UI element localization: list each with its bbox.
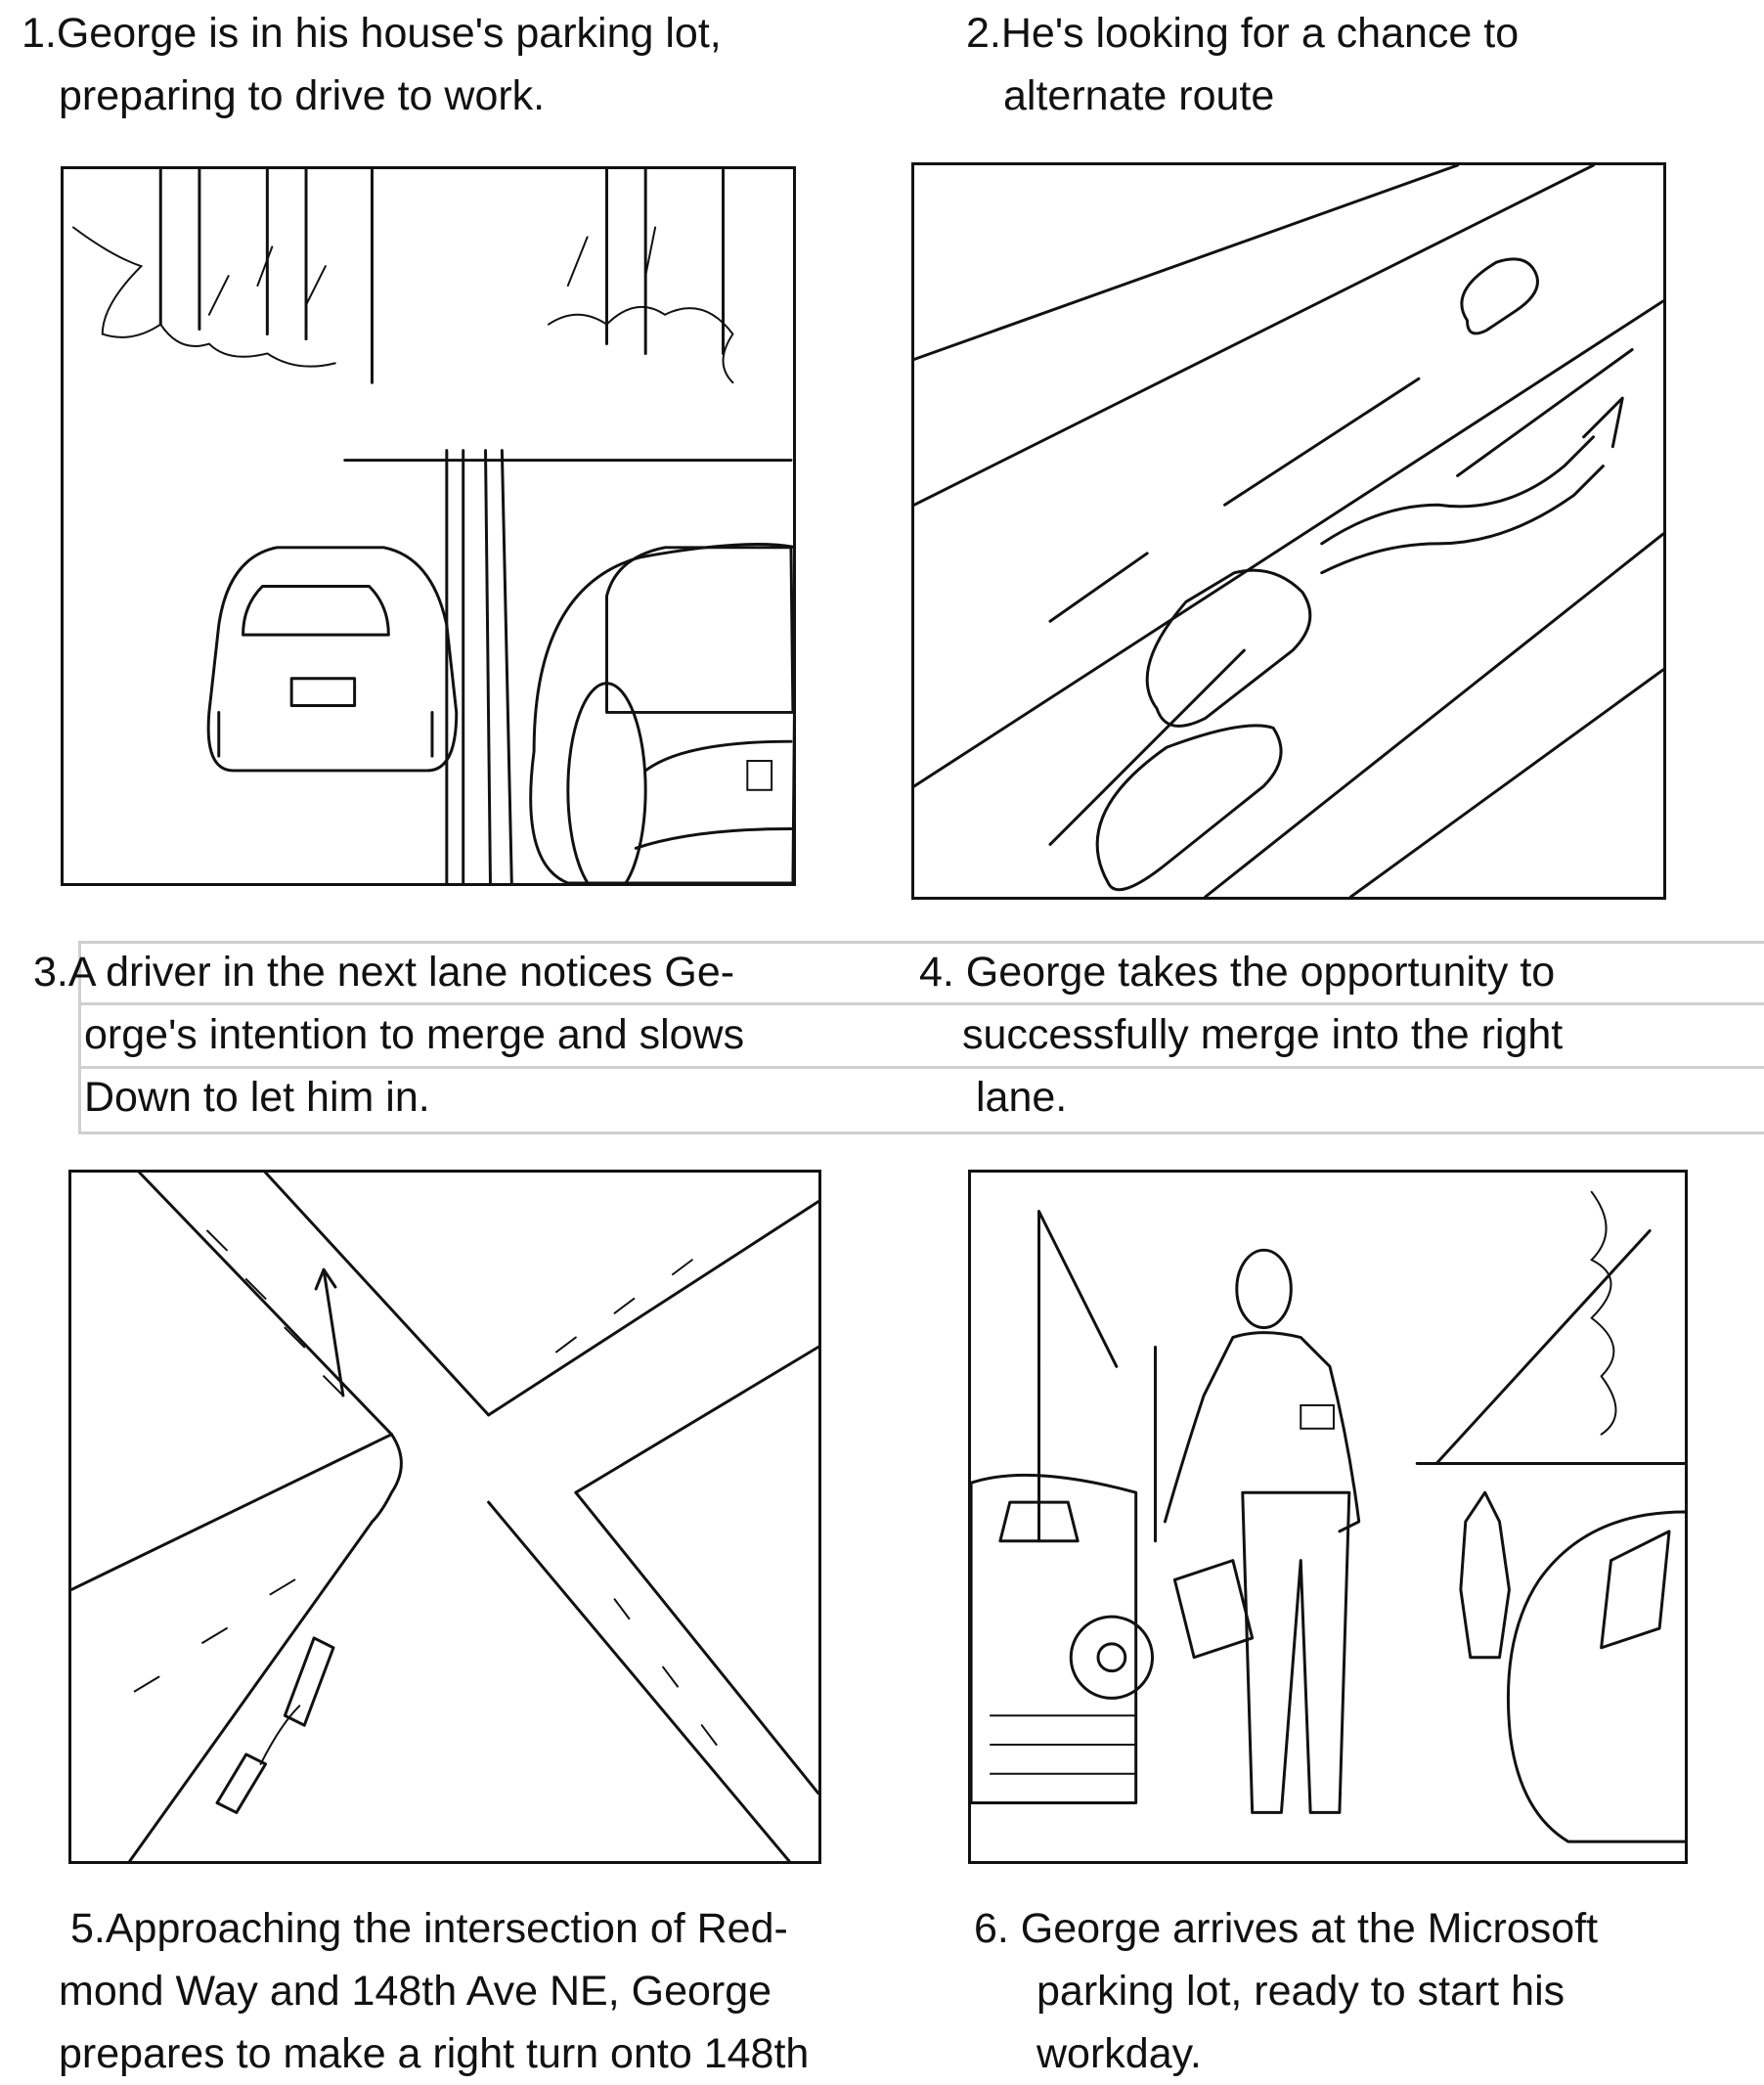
caption-guide-line [78,1002,1764,1005]
caption-guide-line [78,941,81,1134]
caption-line: alternate route [1003,72,1275,119]
caption-line: 2.He's looking for a chance to [966,10,1520,57]
caption-line: 3.A driver in the next lane notices Ge- [33,949,735,996]
caption-line: prepares to make a right turn onto 148th [59,2030,810,2077]
panel-6-sketch [968,1170,1688,1864]
panel-3-caption: 3.A driver in the next lane notices Ge- … [33,941,744,1129]
panel-2-sketch [911,162,1666,900]
caption-line: orge's intention to merge and slows [84,1011,745,1058]
panel-1-sketch [61,166,796,886]
caption-line: 5.Approaching the intersection of Red- [70,1905,788,1952]
caption-line: Down to let him in. [84,1074,430,1121]
caption-line: lane. [976,1074,1068,1121]
panel-5-caption: 5.Approaching the intersection of Red- m… [59,1897,809,2085]
street-cars-sketch [71,169,793,883]
highway-merge-sketch [914,165,1663,897]
caption-line: parking lot, ready to start his [1036,1968,1566,2015]
caption-line: 4. George takes the opportunity to [919,949,1556,996]
panel-1-caption: 1.George is in his house's parking lot, … [22,2,722,127]
intersection-sketch [71,1173,818,1861]
panel-4-caption: 4. George takes the opportunity to succe… [919,941,1563,1129]
parking-lot-sketch [971,1190,1685,1843]
caption-line: preparing to drive to work. [59,72,546,119]
caption-guide-line [78,941,1764,944]
caption-line: mond Way and 148th Ave NE, George [59,1968,772,2015]
caption-line: 1.George is in his house's parking lot, [22,10,722,57]
panel-6-caption: 6. George arrives at the Microsoft parki… [974,1897,1598,2085]
caption-guide-line [78,1131,1764,1134]
panel-2-caption: 2.He's looking for a chance to alternate… [966,2,1519,127]
caption-line: workday. [1036,2030,1202,2077]
caption-line: 6. George arrives at the Microsoft [974,1905,1599,1952]
caption-guide-line [78,1066,1764,1069]
caption-line: successfully merge into the right [962,1011,1564,1058]
panel-5-sketch [68,1170,821,1864]
